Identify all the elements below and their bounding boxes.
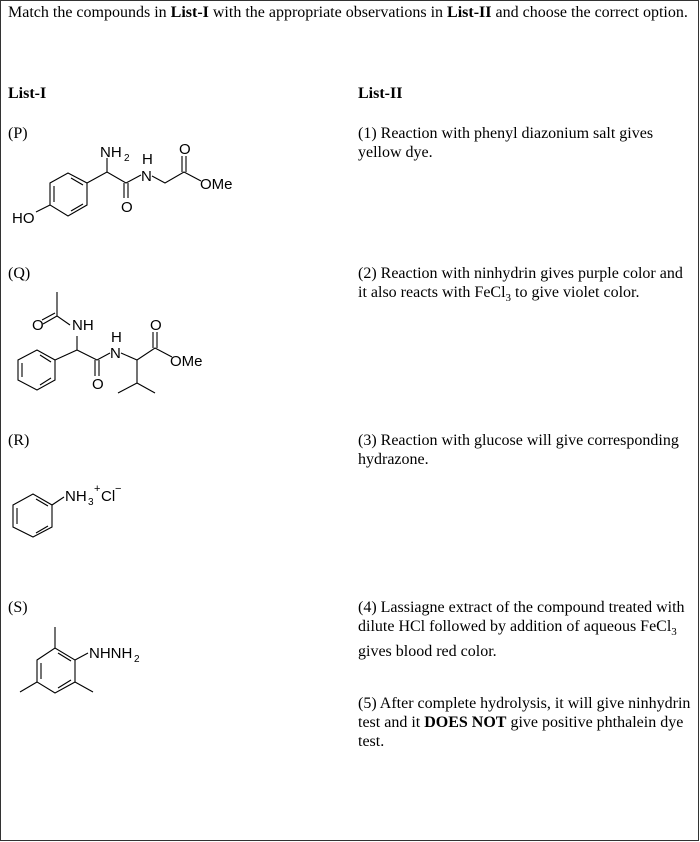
p-ho: HO [12, 210, 35, 227]
list2-header: List-II [358, 85, 403, 102]
obs4-a: (4) Lassiagne extract of the compound tr… [358, 599, 685, 635]
compound-r-label: (R) [8, 432, 30, 449]
structure-s: NHNH 2 [19, 627, 140, 694]
q-o1: O [92, 376, 104, 393]
r-plus: + [94, 483, 100, 495]
s-nhnh: NHNH [89, 645, 132, 662]
q-n: N [110, 345, 121, 362]
r-cl: Cl [101, 488, 115, 505]
q-text-2: with the appropriate observations in [208, 4, 448, 21]
compound-s-label: (S) [8, 599, 28, 616]
q-h: H [111, 329, 122, 346]
obs4-sub: 3 [671, 626, 677, 639]
p-o1: O [121, 199, 133, 216]
obs5-b: give positive phthalein dye test. [358, 714, 684, 750]
list1-header: List-I [8, 85, 47, 102]
obs5-bold: DOES NOT [424, 714, 507, 731]
structure-r: NH 3 + Cl − [12, 483, 121, 538]
p-n: N [141, 168, 152, 185]
obs4-b: gives blood red color. [358, 643, 497, 661]
p-nh2-sub: 2 [124, 153, 130, 164]
observation-3: (3) Reaction with glucose will give corr… [358, 432, 679, 468]
q-ome: OMe [170, 353, 203, 370]
p-ome: OMe [200, 176, 233, 193]
obs5-a: (5) After complete hydrolysis, it will g… [358, 695, 691, 731]
p-o2: O [179, 141, 191, 158]
q-o2: O [150, 317, 162, 334]
question-text: Match the compounds in List-I with the a… [8, 3, 693, 22]
compound-q-label: (Q) [8, 265, 31, 282]
q-o-acetyl: O [32, 317, 44, 334]
r-nh: NH [65, 488, 87, 505]
compound-p-label: (P) [8, 125, 28, 142]
q-list2: List-II [447, 4, 492, 21]
s-sub2: 2 [134, 654, 140, 665]
q-text-1: Match the compounds in [8, 4, 171, 21]
q-text-3: and choose the correct option. [491, 4, 688, 21]
obs2-b: to give violet color. [511, 284, 640, 301]
q-list1: List-I [170, 4, 209, 21]
obs2-a: (2) Reaction with ninhydrin gives purple… [358, 265, 683, 301]
p-h: H [142, 151, 153, 168]
obs2-sub: 3 [505, 292, 512, 305]
observation-2: (2) Reaction with ninhydrin gives purple… [358, 264, 693, 308]
p-nh2: NH [100, 144, 122, 161]
observation-5: (5) After complete hydrolysis, it will g… [358, 694, 693, 751]
q-nh: NH [72, 317, 94, 334]
r-minus: − [115, 483, 121, 495]
structure-q: NH O H N O O OMe [17, 292, 203, 394]
observation-4: (4) Lassiagne extract of the compound tr… [358, 598, 693, 661]
r-sub3: 3 [88, 497, 94, 508]
observation-1: (1) Reaction with phenyl diazonium salt … [358, 125, 654, 161]
